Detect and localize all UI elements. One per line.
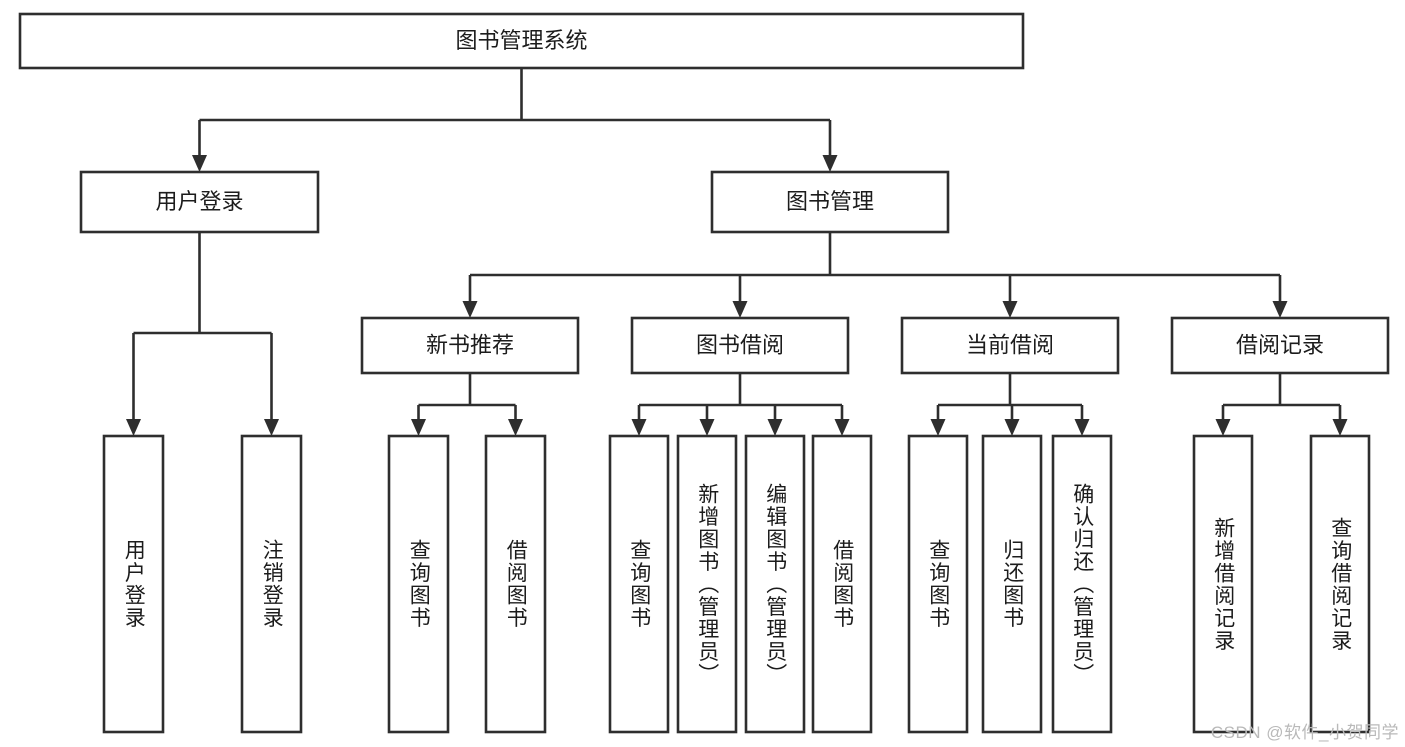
node-box-bb-add-book[interactable] [676, 434, 738, 734]
node-box-nbr-search-book[interactable] [387, 434, 450, 734]
node-box-cb-confirm-return[interactable] [1051, 434, 1113, 734]
arrow-icon-nbr-search-book [411, 419, 426, 436]
node-box-current-borrow[interactable] [900, 316, 1120, 375]
node-label-new-book-recommend: 新书推荐 [426, 332, 514, 357]
node-box-user-logout[interactable] [240, 434, 303, 734]
node-box-book-manage[interactable] [710, 170, 950, 234]
node-box-bb-edit-book[interactable] [744, 434, 806, 734]
csdn-watermark: CSDN @软件_小贺同学 [1210, 723, 1399, 742]
arrow-icon-bb-search-book [631, 419, 647, 436]
arrow-icon-nbr-borrow-book [508, 419, 523, 436]
node-box-cb-search-book[interactable] [907, 434, 969, 734]
boxes-layer [18, 12, 1390, 734]
arrow-icon-book-borrow [732, 301, 748, 318]
node-label-current-borrow: 当前借阅 [966, 332, 1054, 357]
arrow-icon-user-login [192, 155, 207, 172]
node-box-user-login[interactable] [79, 170, 320, 234]
arrow-icon-cb-return-book [1004, 419, 1020, 436]
node-label-book-borrow: 图书借阅 [696, 332, 784, 357]
arrow-icon-user-logout [264, 419, 279, 436]
node-label-root: 图书管理系统 [455, 28, 587, 53]
arrow-icon-br-search-record [1332, 419, 1348, 436]
arrow-icon-user-login-do [126, 419, 141, 436]
node-box-br-add-record[interactable] [1192, 434, 1254, 734]
node-box-root[interactable] [18, 12, 1025, 70]
arrow-icon-new-book-recommend [462, 301, 478, 318]
node-box-bb-borrow-book[interactable] [811, 434, 873, 734]
arrow-icon-bb-borrow-book [834, 419, 850, 436]
node-box-borrow-record[interactable] [1170, 316, 1390, 375]
connectors-layer [126, 68, 1348, 436]
node-box-book-borrow[interactable] [630, 316, 850, 375]
node-box-user-login-do[interactable] [102, 434, 165, 734]
arrow-icon-current-borrow [1002, 301, 1018, 318]
arrow-icon-bb-add-book [699, 419, 715, 436]
arrow-icon-br-add-record [1215, 419, 1231, 436]
node-box-br-search-record[interactable] [1309, 434, 1371, 734]
node-label-borrow-record: 借阅记录 [1236, 332, 1324, 357]
node-label-book-manage: 图书管理 [786, 189, 874, 214]
node-box-cb-return-book[interactable] [981, 434, 1043, 734]
node-box-new-book-recommend[interactable] [360, 316, 580, 375]
node-box-nbr-borrow-book[interactable] [484, 434, 547, 734]
arrow-icon-borrow-record [1272, 301, 1288, 318]
node-box-bb-search-book[interactable] [608, 434, 670, 734]
arrow-icon-bb-edit-book [767, 419, 783, 436]
node-label-user-login: 用户登录 [155, 189, 243, 214]
arrow-icon-book-manage [822, 155, 838, 172]
arrow-icon-cb-confirm-return [1074, 419, 1090, 436]
arrow-icon-cb-search-book [930, 419, 946, 436]
